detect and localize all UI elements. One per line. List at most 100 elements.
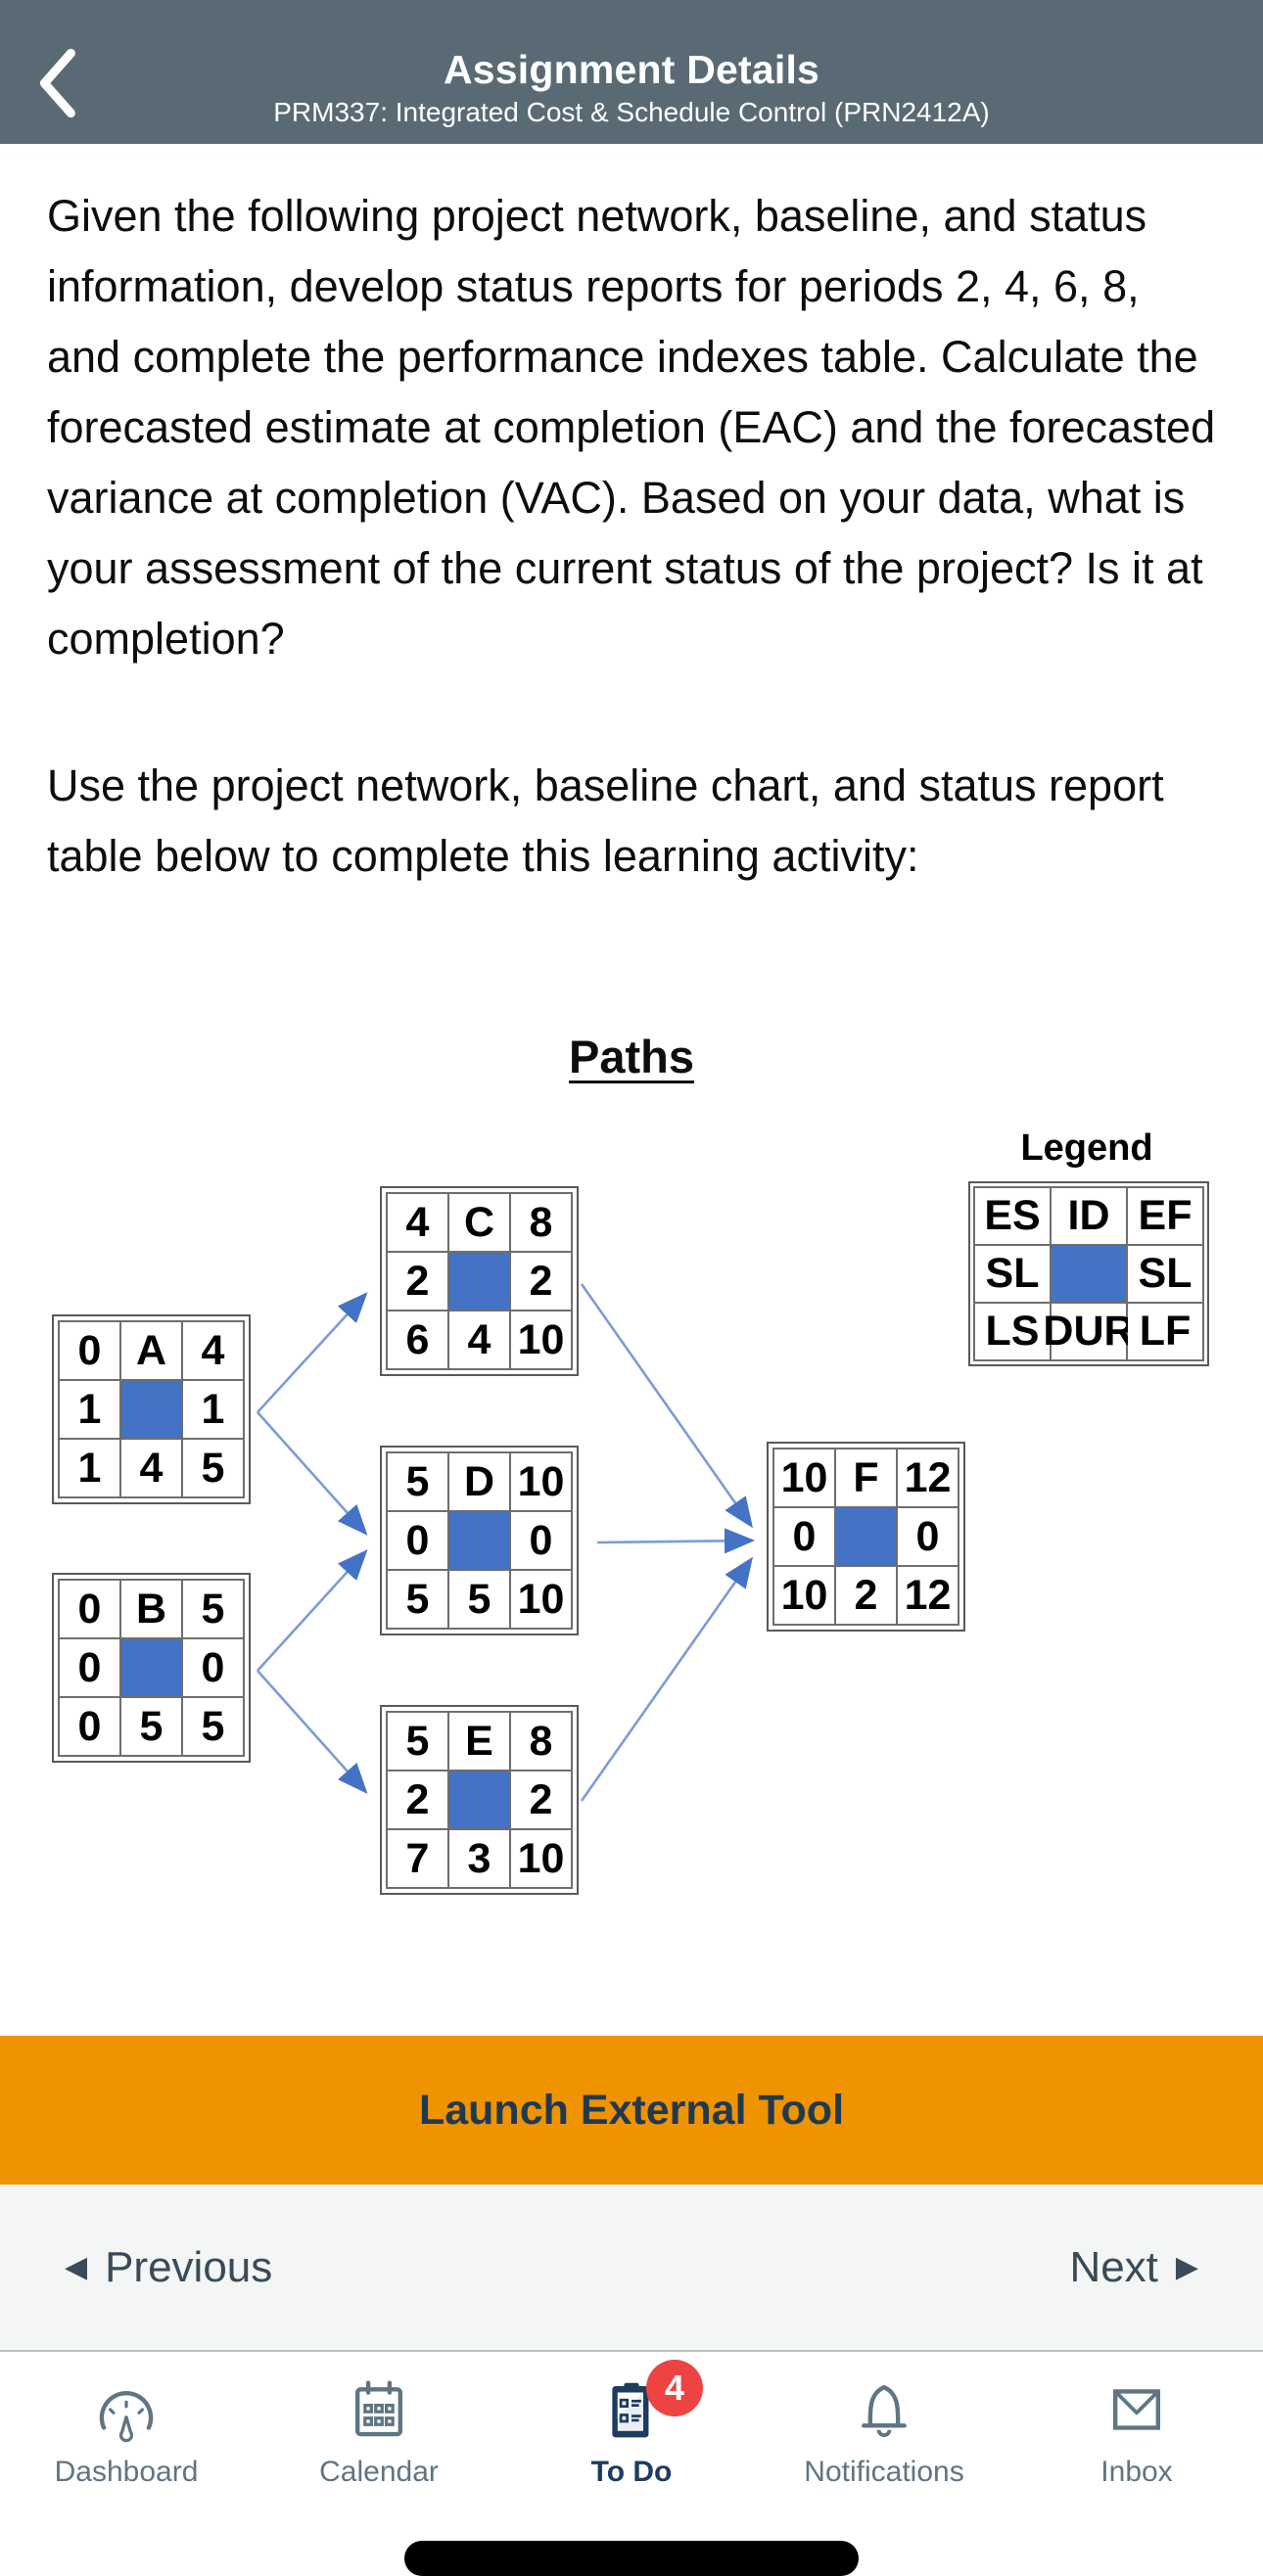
speedometer-icon <box>99 2391 154 2443</box>
node-fill-cell <box>121 1381 181 1438</box>
node-fill-cell <box>1052 1246 1126 1302</box>
node-value-cell: 5 <box>449 1571 509 1628</box>
node-value-cell: 5 <box>121 1698 181 1755</box>
next-arrow-icon: ▶ <box>1175 2250 1198 2283</box>
node-value-cell: 4 <box>121 1440 181 1496</box>
node-value-cell: 1 <box>60 1440 119 1496</box>
launch-external-tool-button[interactable]: Launch External Tool <box>0 2036 1263 2185</box>
todo-badge: 4 <box>646 2360 703 2416</box>
page-title: Assignment Details <box>443 47 820 92</box>
next-button[interactable]: Next ▶ <box>1069 2243 1198 2292</box>
node-value-cell: 4 <box>183 1322 243 1379</box>
node-value-cell: 0 <box>60 1322 119 1379</box>
node-value-cell: 6 <box>388 1311 447 1368</box>
tab-todo[interactable]: 4 To Do <box>543 2360 720 2489</box>
course-subtitle: PRM337: Integrated Cost & Schedule Contr… <box>273 97 990 127</box>
envelope-icon <box>1113 2389 1160 2430</box>
node-value-cell: 1 <box>183 1381 243 1438</box>
tab-dashboard[interactable]: Dashboard <box>38 2371 214 2489</box>
node-value-cell: 5 <box>183 1581 243 1637</box>
node-value-cell: 0 <box>60 1639 119 1696</box>
node-value-cell: 2 <box>388 1253 447 1310</box>
previous-arrow-icon: ◀ <box>65 2250 88 2283</box>
tab-inbox[interactable]: Inbox <box>1049 2371 1225 2489</box>
previous-button[interactable]: ◀ Previous <box>65 2243 272 2292</box>
node-value-cell: LF <box>1128 1304 1202 1359</box>
home-indicator[interactable] <box>404 2541 859 2576</box>
node-value-cell: 0 <box>511 1512 571 1569</box>
node-value-cell: SL <box>975 1246 1050 1302</box>
node-value-cell: A <box>121 1322 181 1379</box>
node-value-cell: 10 <box>511 1571 571 1628</box>
node-value-cell: 1 <box>60 1381 119 1438</box>
node-value-cell: ES <box>975 1188 1050 1244</box>
paths-heading: Paths <box>569 1031 694 1082</box>
node-value-cell: 0 <box>60 1581 119 1637</box>
node-value-cell: 5 <box>388 1571 447 1628</box>
bell-icon <box>862 2384 907 2438</box>
node-value-cell: 2 <box>836 1567 896 1624</box>
node-value-cell: 10 <box>511 1311 571 1368</box>
node-value-cell: 0 <box>898 1508 958 1565</box>
tab-label-dashboard: Dashboard <box>54 2456 199 2488</box>
node-fill-cell <box>121 1639 181 1696</box>
node-value-cell: ID <box>1052 1188 1126 1244</box>
node-value-cell: 5 <box>183 1698 243 1755</box>
node-value-cell: 2 <box>511 1253 571 1310</box>
tab-bar: Dashboard Calendar <box>0 2352 1263 2576</box>
node-value-cell: 7 <box>388 1830 447 1887</box>
calendar-icon <box>355 2380 402 2437</box>
launch-external-tool-label: Launch External Tool <box>418 2086 845 2134</box>
node-fill-cell <box>449 1253 509 1310</box>
tab-label-notifications: Notifications <box>804 2456 964 2488</box>
pagination-bar: ◀ Previous Next ▶ <box>0 2185 1263 2352</box>
node-value-cell: 8 <box>511 1194 571 1251</box>
previous-label: Previous <box>105 2242 273 2291</box>
tab-notifications[interactable]: Notifications <box>796 2371 972 2489</box>
node-value-cell: LS <box>975 1304 1050 1359</box>
description-paragraph-2: Use the project network, baseline chart,… <box>47 760 1164 881</box>
node-value-cell: B <box>121 1581 181 1637</box>
assignment-description: Given the following project network, bas… <box>0 144 1263 968</box>
node-value-cell: 0 <box>774 1508 834 1565</box>
tab-label-calendar: Calendar <box>319 2456 439 2488</box>
node-value-cell: 12 <box>898 1449 958 1506</box>
node-fill-cell <box>836 1508 896 1565</box>
node-value-cell: 0 <box>60 1698 119 1755</box>
tab-calendar[interactable]: Calendar <box>291 2371 467 2489</box>
chevron-left-icon <box>39 48 75 118</box>
description-paragraph-1: Given the following project network, bas… <box>47 191 1216 664</box>
tab-label-todo: To Do <box>590 2456 673 2488</box>
node-fill-cell <box>449 1512 509 1569</box>
node-value-cell: DUR <box>1043 1304 1135 1359</box>
node-value-cell: SL <box>1128 1246 1202 1302</box>
node-value-cell: 0 <box>183 1639 243 1696</box>
node-value-cell: 12 <box>898 1567 958 1624</box>
node-value-cell: 10 <box>774 1449 834 1506</box>
node-value-cell: 2 <box>511 1771 571 1828</box>
network-arrows <box>257 1283 756 1802</box>
node-value-cell: 10 <box>774 1567 834 1624</box>
node-value-cell: 2 <box>388 1771 447 1828</box>
node-value-cell: 10 <box>511 1453 571 1510</box>
node-value-cell: 5 <box>388 1453 447 1510</box>
node-value-cell: 8 <box>511 1713 571 1770</box>
node-value-cell: 10 <box>511 1830 571 1887</box>
node-value-cell: EF <box>1128 1188 1202 1244</box>
node-value-cell: D <box>449 1453 509 1510</box>
node-value-cell: F <box>836 1449 896 1506</box>
node-value-cell: E <box>449 1713 509 1770</box>
node-value-cell: 3 <box>449 1830 509 1887</box>
back-button[interactable] <box>27 48 86 118</box>
tab-label-inbox: Inbox <box>1100 2456 1173 2488</box>
